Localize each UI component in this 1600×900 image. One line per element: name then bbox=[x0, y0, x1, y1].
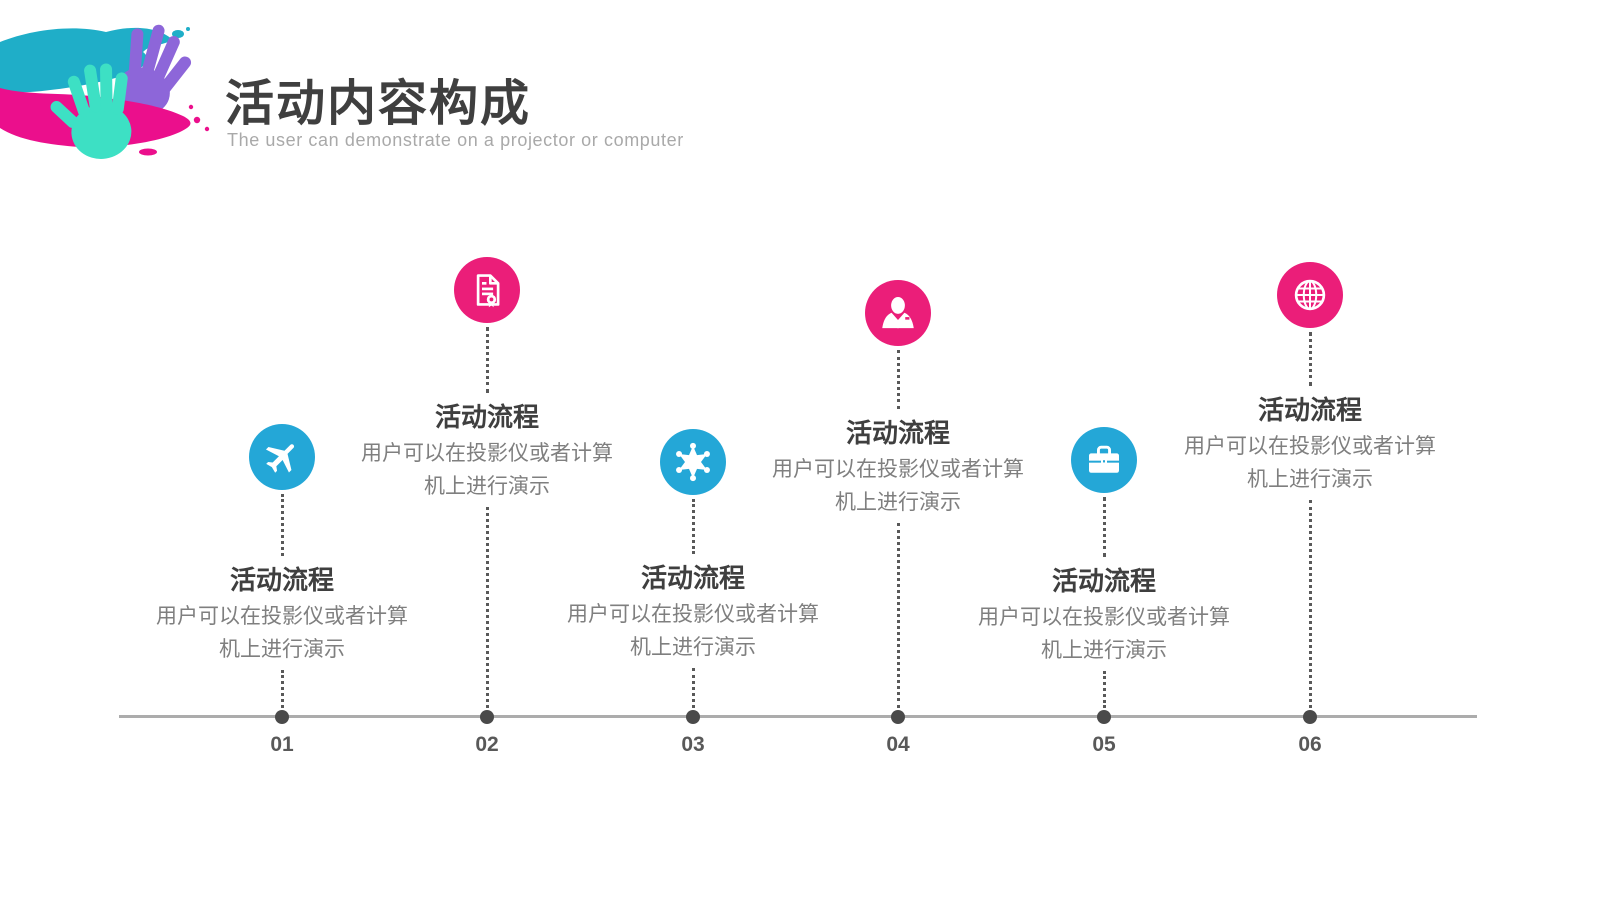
dotted-connector-upper bbox=[485, 327, 489, 393]
item-description: 用户可以在投影仪或者计算 机上进行演示 bbox=[1160, 430, 1460, 496]
certificate-icon bbox=[454, 257, 520, 323]
step-number: 04 bbox=[886, 733, 910, 756]
item-description: 用户可以在投影仪或者计算 机上进行演示 bbox=[954, 601, 1254, 667]
description-line: 机上进行演示 bbox=[1247, 468, 1373, 491]
timeline-dot bbox=[480, 710, 494, 724]
item-text-block: 活动流程 用户可以在投影仪或者计算 机上进行演示 bbox=[337, 399, 637, 503]
timeline-item-06: 活动流程 用户可以在投影仪或者计算 机上进行演示 06 bbox=[1160, 0, 1460, 900]
description-line: 用户可以在投影仪或者计算 bbox=[772, 458, 1024, 481]
dotted-connector-upper bbox=[280, 494, 284, 556]
description-line: 机上进行演示 bbox=[219, 638, 345, 661]
step-number: 03 bbox=[681, 733, 705, 756]
timeline-dot bbox=[1303, 710, 1317, 724]
item-description: 用户可以在投影仪或者计算 机上进行演示 bbox=[543, 598, 843, 664]
timeline-item-01: 活动流程 用户可以在投影仪或者计算 机上进行演示 01 bbox=[132, 0, 432, 900]
item-heading: 活动流程 bbox=[1051, 566, 1156, 596]
timeline-dot bbox=[891, 710, 905, 724]
description-line: 机上进行演示 bbox=[424, 475, 550, 498]
item-description: 用户可以在投影仪或者计算 机上进行演示 bbox=[132, 600, 432, 666]
timeline-axis bbox=[119, 715, 1477, 718]
step-number: 05 bbox=[1092, 733, 1116, 756]
dotted-connector-upper bbox=[1308, 332, 1312, 386]
timeline-dot bbox=[686, 710, 700, 724]
timeline-dot bbox=[1097, 710, 1111, 724]
description-line: 用户可以在投影仪或者计算 bbox=[1184, 435, 1436, 458]
description-line: 用户可以在投影仪或者计算 bbox=[361, 442, 613, 465]
dotted-connector-lower bbox=[1102, 671, 1106, 708]
item-description: 用户可以在投影仪或者计算 机上进行演示 bbox=[748, 453, 1048, 519]
dotted-connector-upper bbox=[896, 350, 900, 409]
dotted-connector-lower bbox=[691, 668, 695, 708]
item-text-block: 活动流程 用户可以在投影仪或者计算 机上进行演示 bbox=[748, 415, 1048, 519]
timeline-item-04: 活动流程 用户可以在投影仪或者计算 机上进行演示 04 bbox=[748, 0, 1048, 900]
step-number: 01 bbox=[270, 733, 294, 756]
paint-splash-handprints-decoration bbox=[0, 24, 210, 159]
dotted-connector-upper bbox=[1102, 497, 1106, 557]
dotted-connector-lower bbox=[1308, 500, 1312, 708]
description-line: 机上进行演示 bbox=[630, 636, 756, 659]
dotted-connector-upper bbox=[691, 499, 695, 554]
description-line: 用户可以在投影仪或者计算 bbox=[567, 603, 819, 626]
dotted-connector-lower bbox=[896, 523, 900, 708]
item-heading: 活动流程 bbox=[640, 563, 745, 593]
item-description: 用户可以在投影仪或者计算 机上进行演示 bbox=[337, 437, 637, 503]
businessman-icon bbox=[865, 280, 931, 346]
page-title: 活动内容构成 bbox=[225, 77, 532, 131]
timeline-item-02: 活动流程 用户可以在投影仪或者计算 机上进行演示 02 bbox=[337, 0, 637, 900]
step-number: 06 bbox=[1298, 733, 1322, 756]
airplane-icon bbox=[249, 424, 315, 490]
step-number: 02 bbox=[475, 733, 499, 756]
item-heading: 活动流程 bbox=[1257, 395, 1362, 425]
item-heading: 活动流程 bbox=[229, 565, 334, 595]
sheriff-star-icon bbox=[660, 429, 726, 495]
item-heading: 活动流程 bbox=[845, 418, 950, 448]
mint-handprint bbox=[50, 63, 132, 159]
description-line: 用户可以在投影仪或者计算 bbox=[156, 605, 408, 628]
item-text-block: 活动流程 用户可以在投影仪或者计算 机上进行演示 bbox=[543, 560, 843, 664]
description-line: 用户可以在投影仪或者计算 bbox=[978, 606, 1230, 629]
item-text-block: 活动流程 用户可以在投影仪或者计算 机上进行演示 bbox=[1160, 392, 1460, 496]
globe-icon bbox=[1277, 262, 1343, 328]
timeline-item-05: 活动流程 用户可以在投影仪或者计算 机上进行演示 05 bbox=[954, 0, 1254, 900]
timeline-dot bbox=[275, 710, 289, 724]
item-text-block: 活动流程 用户可以在投影仪或者计算 机上进行演示 bbox=[132, 562, 432, 666]
dotted-connector-lower bbox=[280, 670, 284, 708]
description-line: 机上进行演示 bbox=[835, 491, 961, 514]
item-heading: 活动流程 bbox=[434, 402, 539, 432]
briefcase-icon bbox=[1071, 427, 1137, 493]
item-text-block: 活动流程 用户可以在投影仪或者计算 机上进行演示 bbox=[954, 563, 1254, 667]
dotted-connector-lower bbox=[485, 507, 489, 708]
page-subtitle: The user can demonstrate on a projector … bbox=[227, 130, 684, 150]
description-line: 机上进行演示 bbox=[1041, 639, 1167, 662]
timeline-item-03: 活动流程 用户可以在投影仪或者计算 机上进行演示 03 bbox=[543, 0, 843, 900]
